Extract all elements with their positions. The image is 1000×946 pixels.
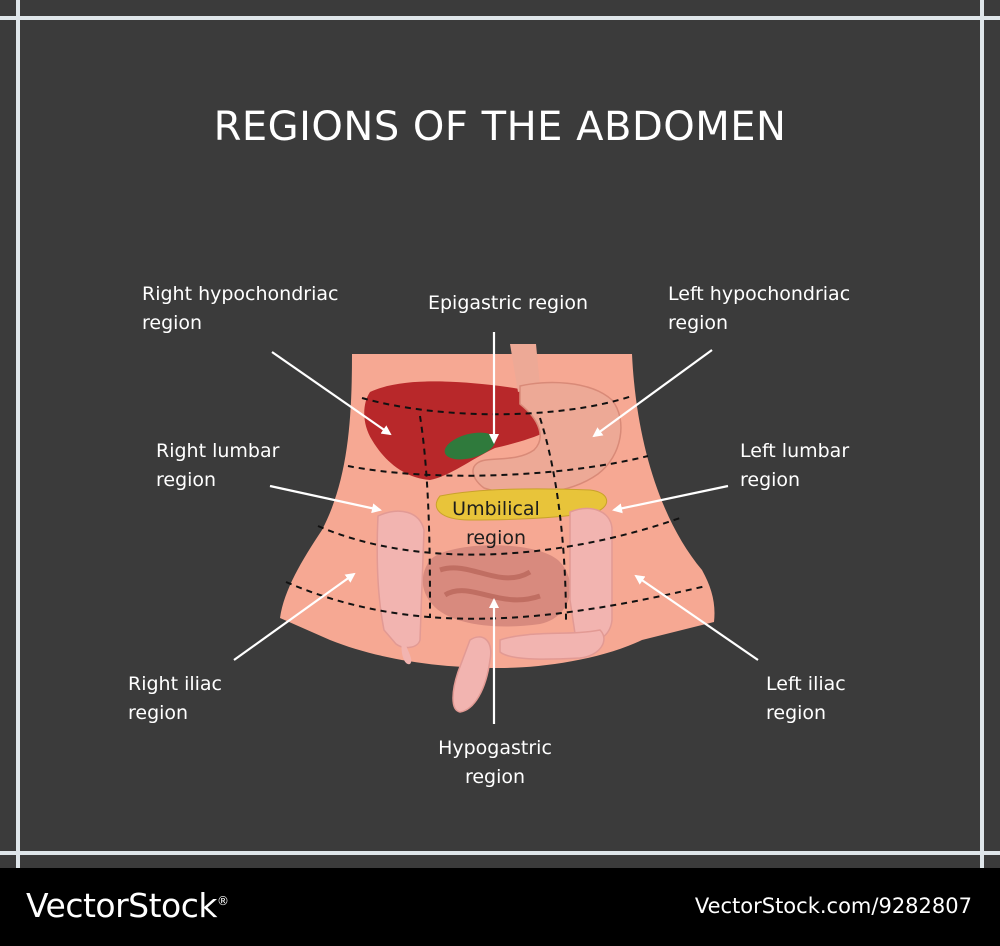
frame-line-bottom	[0, 851, 1000, 855]
label-epigastric: Epigastric region	[427, 292, 589, 314]
arrow-right-hypochondriac	[271, 351, 392, 436]
region-dividers	[285, 395, 707, 621]
small-intestine	[422, 545, 571, 627]
label-left-iliac: Left iliac region	[766, 673, 846, 724]
arrow-left-hypochondriac	[592, 349, 713, 438]
brand-logo: VectorStock®	[26, 886, 229, 925]
brand-name: VectorStock	[26, 886, 218, 925]
stock-id: VectorStock.com/9282807	[694, 894, 972, 918]
esophagus	[510, 344, 540, 392]
label-hypogastric: Hypogastric region	[438, 737, 552, 788]
region-arrows	[233, 332, 759, 724]
registered-mark: ®	[217, 894, 229, 908]
label-umbilical: Umbilical region	[452, 498, 540, 549]
frame-line-top	[0, 16, 1000, 20]
arrow-right-iliac	[233, 572, 356, 661]
arrow-left-iliac	[634, 574, 759, 661]
label-left-lumbar: Left lumbar region	[740, 440, 850, 491]
appendix	[401, 640, 412, 665]
label-left-hypochondriac: Left hypochondriac region	[668, 283, 851, 334]
ascending-colon	[376, 510, 425, 649]
abdomen-illustration	[233, 332, 759, 724]
diagram-title: REGIONS OF THE ABDOMEN	[213, 104, 787, 150]
rectum	[452, 636, 492, 713]
footer-bar	[0, 868, 1000, 946]
sigmoid-colon	[499, 629, 605, 660]
frame-line-right	[980, 0, 984, 868]
label-right-lumbar: Right lumbar region	[156, 440, 280, 491]
frame-line-left	[16, 0, 20, 868]
descending-colon	[569, 507, 613, 643]
label-right-iliac: Right iliac region	[128, 673, 222, 724]
label-right-hypochondriac: Right hypochondriac region	[142, 283, 339, 334]
arrow-right-lumbar	[269, 484, 382, 514]
gallbladder	[444, 432, 496, 460]
arrow-left-lumbar	[612, 484, 729, 514]
